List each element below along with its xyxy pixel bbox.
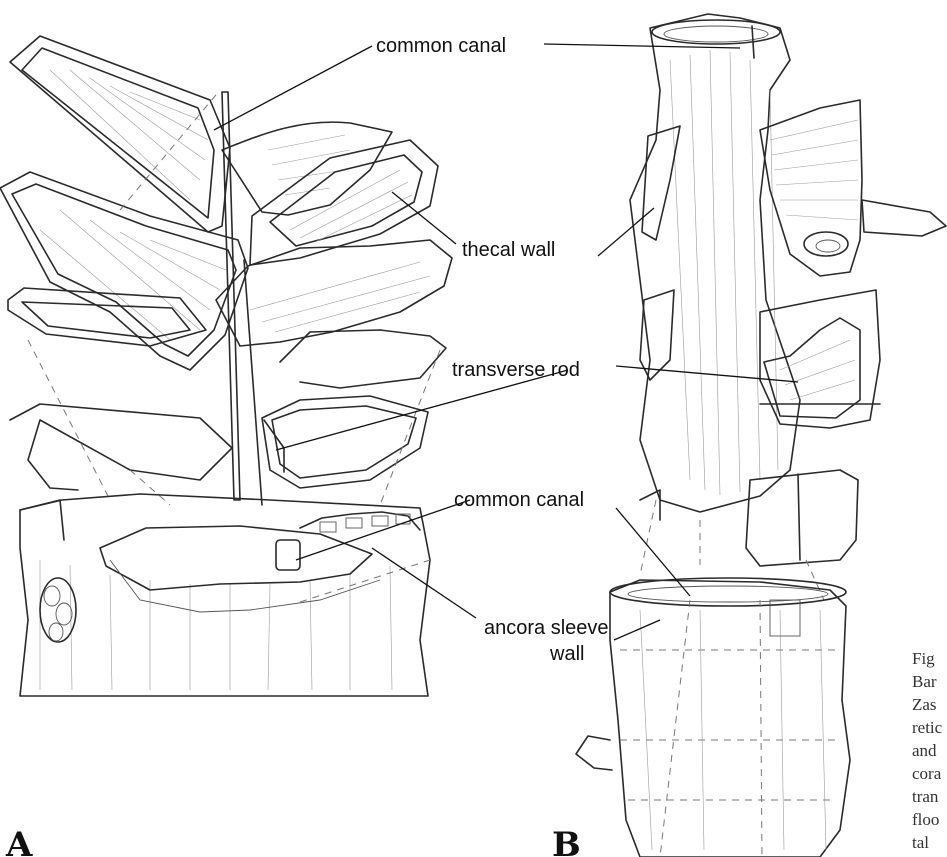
panel-b-drawing <box>576 14 946 857</box>
panel-a-drawing <box>0 36 452 696</box>
label-transverse-rod: transverse rod <box>452 359 580 381</box>
theca-middle-left <box>0 172 248 370</box>
caption-line-2: Bar <box>912 672 937 691</box>
common-canal-a <box>276 540 300 570</box>
serrated-membrane <box>222 122 392 215</box>
caption-line-4: retic <box>912 718 943 737</box>
leader-lines <box>214 44 798 640</box>
caption-line-5: and <box>912 741 937 760</box>
panel-label-a: A <box>5 825 33 857</box>
upper-tube <box>630 14 800 512</box>
leader-common-canal-bottom-b <box>616 508 690 596</box>
common-canal-b-top <box>752 26 754 58</box>
central-rod-secondary <box>244 260 262 505</box>
aperture-upper-right <box>760 100 946 276</box>
spine-right <box>862 200 946 236</box>
guide-lines-b <box>640 500 824 600</box>
panel-label-b: B <box>552 825 581 857</box>
leader-transverse-rod-b <box>616 366 798 382</box>
labels: common canal thecal wall transverse rod … <box>376 35 609 665</box>
caption-line-8: floo <box>912 810 939 829</box>
caption-fragments: Fig Bar Zas retic and cora tran floo tal… <box>912 649 943 857</box>
label-thecal-wall: thecal wall <box>462 239 555 261</box>
caption-line-7: tran <box>912 787 939 806</box>
caption-line-1: Fig <box>912 649 935 668</box>
spine-lower-left <box>576 736 612 770</box>
leader-common-canal-bottom-a <box>296 500 470 560</box>
caption-line-3: Zas <box>912 695 937 714</box>
theca-upper-left <box>10 36 230 232</box>
label-ancora-sleeve-line2: wall <box>549 643 584 665</box>
caption-line-9: tal <box>912 833 929 852</box>
lobe-left-1 <box>642 126 680 240</box>
leader-thecal-wall-b <box>598 208 654 256</box>
theca-wire-right <box>262 330 446 488</box>
lower-sleeve <box>576 578 850 857</box>
ancora-sleeve-wall <box>20 494 430 696</box>
theca-wire-left <box>8 288 232 490</box>
theca-middle-right <box>216 240 452 346</box>
label-ancora-sleeve-line1: ancora sleeve <box>484 617 609 639</box>
label-common-canal-bottom: common canal <box>454 489 584 511</box>
leader-common-canal-top <box>214 46 372 130</box>
leader-thecal-wall-a <box>392 192 456 244</box>
aperture-middle-right <box>760 290 880 428</box>
leader-ancora-b <box>614 620 660 640</box>
caption-line-6: cora <box>912 764 942 783</box>
label-common-canal-top: common canal <box>376 35 506 57</box>
frame-lower-right <box>746 470 858 566</box>
lobe-left-2 <box>640 290 674 380</box>
